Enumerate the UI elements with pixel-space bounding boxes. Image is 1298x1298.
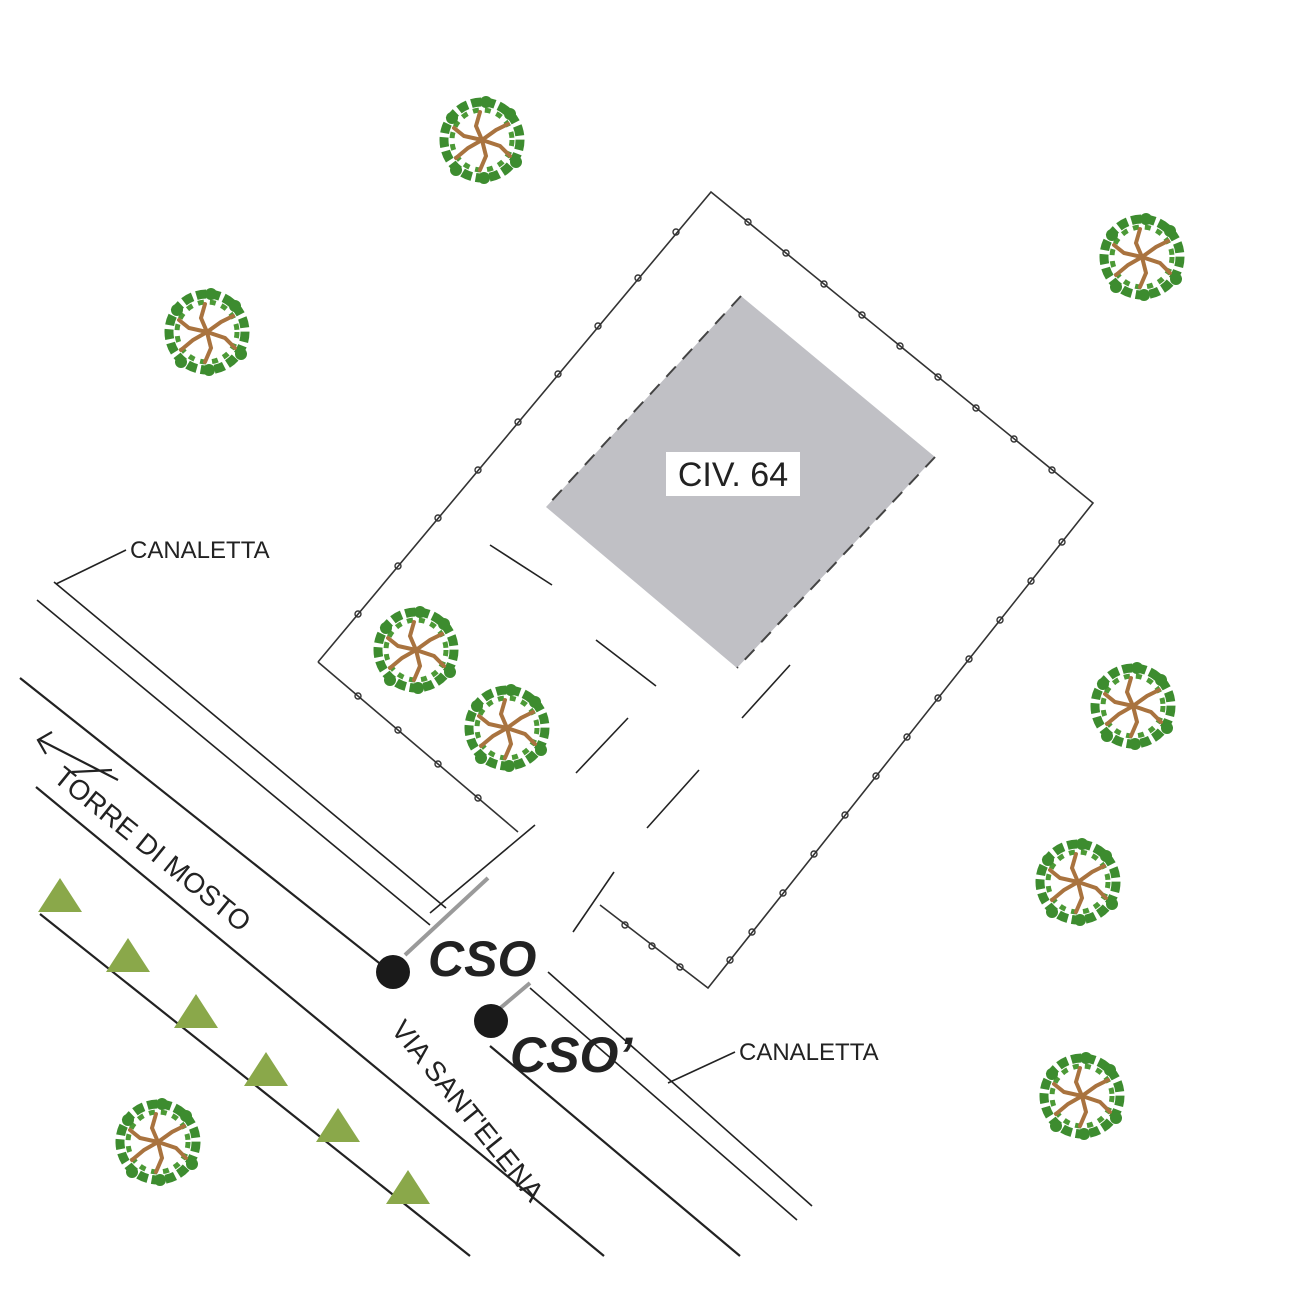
connection-pipes xyxy=(403,876,532,1012)
cso-prime-label: CSO’ xyxy=(510,1027,633,1083)
cso-label: CSO xyxy=(428,931,536,987)
tree-icon xyxy=(1044,1052,1122,1140)
canaletta-label-bottom: CANALETTA xyxy=(739,1039,879,1066)
direction-arrow-icon xyxy=(36,731,119,781)
tree-icon xyxy=(1040,838,1118,926)
vegetation-triangle-icon xyxy=(106,938,150,972)
canaletta-leader-bottom xyxy=(667,1051,736,1084)
vegetation-triangle-icon xyxy=(386,1170,430,1204)
tree-icon xyxy=(444,96,522,184)
property-fence xyxy=(317,190,1095,990)
tree-icon xyxy=(469,684,547,772)
tree-icon xyxy=(1095,662,1173,750)
driveway-lines xyxy=(429,544,791,933)
vegetation-triangle-icon xyxy=(244,1052,288,1086)
tree-icon xyxy=(120,1098,198,1186)
building-label-box xyxy=(666,452,800,496)
tree-icon xyxy=(378,606,456,694)
canaletta-channel xyxy=(36,581,813,1221)
building-label: CIV. 64 xyxy=(678,456,788,494)
canaletta-label-top: CANALETTA xyxy=(130,537,270,564)
tree-icon xyxy=(169,288,247,376)
canaletta-leader-top xyxy=(55,549,127,585)
building-outline xyxy=(545,295,936,669)
cso-prime-point-icon[interactable] xyxy=(474,1004,508,1038)
vegetation-triangle-icon xyxy=(174,994,218,1028)
vegetation-triangle-icon xyxy=(38,878,82,912)
cso-point-icon[interactable] xyxy=(376,955,410,989)
tree-icon xyxy=(1104,213,1182,301)
vegetation-triangle-icon xyxy=(316,1108,360,1142)
